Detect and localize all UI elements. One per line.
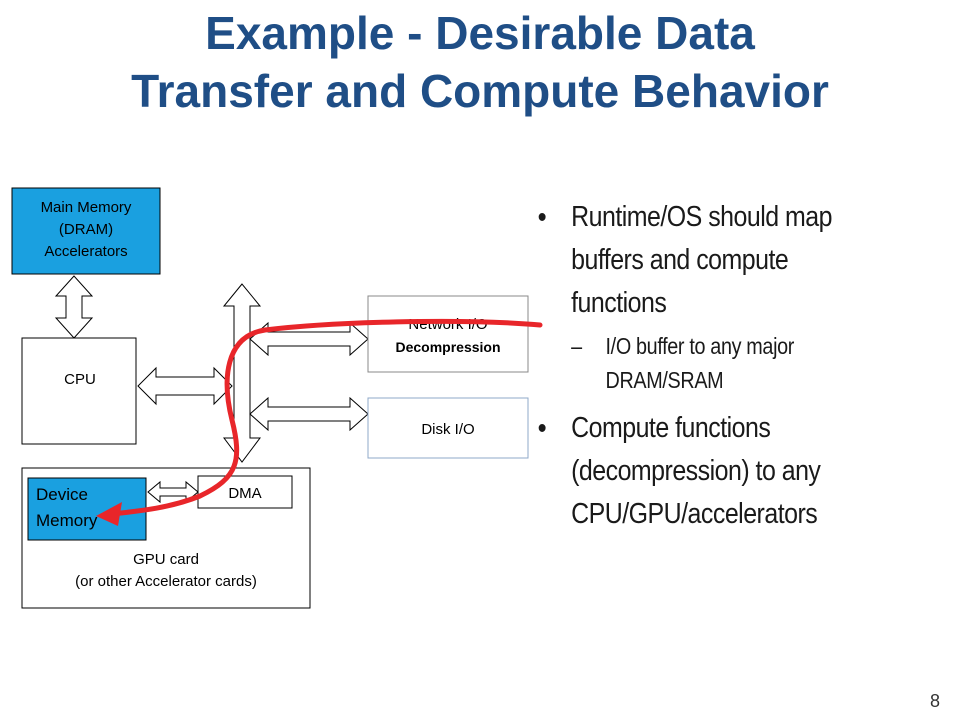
sub-bullet-line: DRAM/SRAM (605, 367, 724, 393)
device-memory-box (27, 477, 147, 541)
bullet-line: functions (571, 287, 667, 319)
decompression-label: Decompression (395, 339, 500, 355)
sub-bullet-dash-icon: – (571, 333, 582, 359)
main-memory-label-2: (DRAM) (59, 221, 113, 238)
sub-bullet-line: I/O buffer to any major (605, 333, 795, 359)
bullet-dot-icon: • (537, 201, 547, 234)
sub-bullet-item: – I/O buffer to any major DRAM/SRAM (535, 329, 960, 397)
bullet-line: Runtime/OS should map (571, 201, 832, 233)
dma-box (197, 475, 293, 509)
network-io-box (367, 295, 529, 373)
system-bus-arrow (222, 283, 262, 463)
disk-io-label: Disk I/O (421, 421, 474, 438)
dma-label: DMA (228, 485, 261, 502)
page-number: 8 (929, 691, 940, 711)
bullet-dot-icon: • (537, 412, 547, 445)
gpu-card-label-2: (or other Accelerator cards) (75, 573, 257, 590)
slide-title-line-2: Transfer and Compute Behavior (131, 65, 829, 117)
bullet-line: (decompression) to any (571, 455, 821, 487)
cpu-label: CPU (64, 371, 96, 388)
gpu-card-label-1: GPU card (133, 551, 199, 568)
memory-cpu-arrow (54, 275, 94, 339)
bullet-line: CPU/GPU/accelerators (571, 498, 818, 530)
slide-title: Example - Desirable Data Transfer and Co… (0, 4, 960, 120)
bullet-list: • Runtime/OS should map buffers and comp… (535, 196, 935, 536)
bullet-line: buffers and compute (571, 244, 789, 276)
data-flow-arrowhead (96, 502, 122, 526)
network-io-label: Network I/O (408, 316, 487, 333)
cpu-bus-arrow (137, 366, 233, 406)
main-memory-label-1: Main Memory (41, 199, 132, 216)
main-memory-label-3: Accelerators (44, 243, 127, 260)
data-flow-path (109, 318, 543, 517)
disk-io-box (367, 397, 529, 459)
cpu-box (21, 337, 137, 445)
slide-title-line-1: Example - Desirable Data (205, 7, 755, 59)
main-memory-box (11, 187, 161, 275)
device-memory-label-1: Device (36, 485, 88, 504)
bullet-item: • Compute functions (decompression) to a… (535, 407, 960, 536)
bullet-line: Compute functions (571, 412, 771, 444)
bus-disk-arrow (249, 396, 369, 432)
device-memory-label-2: Memory (36, 511, 98, 530)
bullet-item: • Runtime/OS should map buffers and comp… (535, 196, 960, 325)
